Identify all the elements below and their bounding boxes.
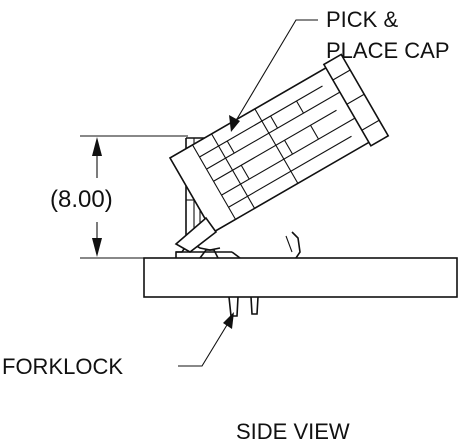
forklock-leader <box>178 312 234 367</box>
forklock-label: FORKLOCK <box>2 354 123 379</box>
pcb-board <box>143 257 458 298</box>
pick-place-label-line2: PLACE CAP <box>326 38 450 63</box>
forklock-pins <box>228 296 259 317</box>
dimension-arrow <box>92 137 102 257</box>
connector-body <box>168 53 390 234</box>
dimension-label: (8.00) <box>50 186 113 213</box>
view-title: SIDE VIEW <box>236 419 350 444</box>
pick-place-leader <box>229 19 318 132</box>
pick-place-label-line1: PICK & <box>326 7 398 32</box>
latch-wedge <box>174 216 218 253</box>
